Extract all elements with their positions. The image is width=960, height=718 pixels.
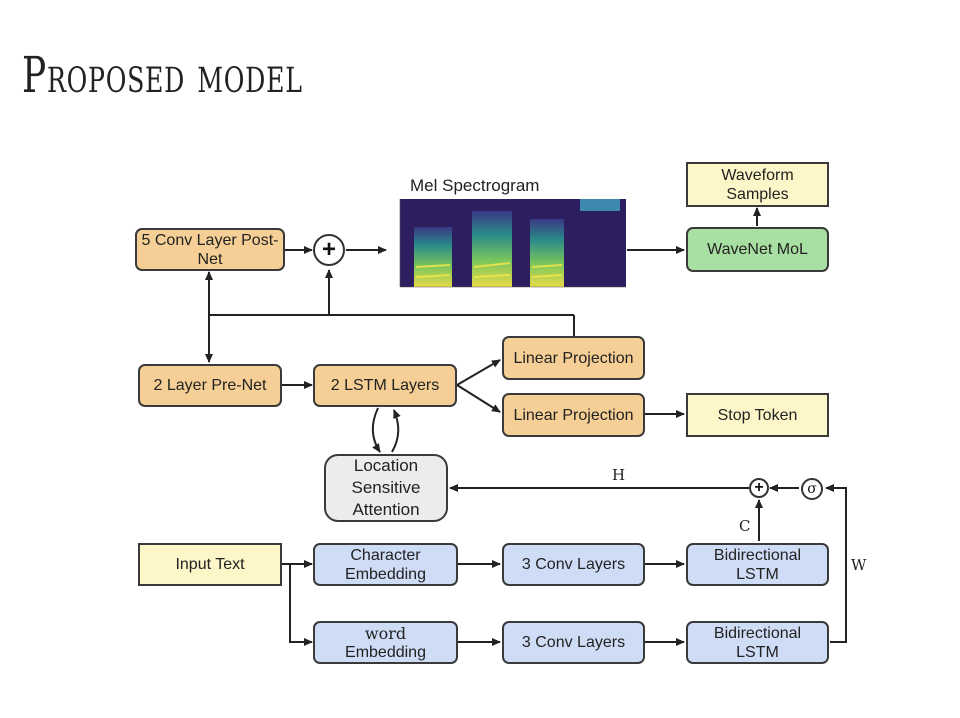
edge-label-c: C [739,517,751,535]
conv-layers-2-box: 3 Conv Layers [502,621,645,664]
edge-attention-lstm [391,409,401,453]
word-embedding-rest: Embedding [345,643,426,661]
edge-lstm-linproj1 [456,359,501,386]
bilstm-1-box: Bidirectional LSTM [686,543,829,586]
input-text-box: Input Text [138,543,282,586]
word-embedding-word: word [364,623,407,643]
edge-label-w: W [851,556,867,574]
character-embedding-box: Character Embedding [313,543,458,586]
plus-operator-small-icon: + [749,478,769,498]
edge-input-word [289,564,313,646]
plus-operator-icon: + [313,234,345,266]
slide-title: Proposed model [22,46,303,104]
conv-layers-1-box: 3 Conv Layers [502,543,645,586]
linear-projection-1-box: Linear Projection [502,336,645,380]
spectrogram-title: Mel Spectrogram [410,176,540,195]
edge-w [825,484,847,643]
postnet-box: 5 Conv Layer Post-Net [135,228,285,271]
sigma-operator-icon: σ [801,478,823,500]
waveform-samples-box: Waveform Samples [686,162,829,207]
word-embedding-box: word Embedding [313,621,458,664]
bilstm-2-box: Bidirectional LSTM [686,621,829,664]
lstm-box: 2 LSTM Layers [313,364,457,407]
linear-projection-2-box: Linear Projection [502,393,645,437]
prenet-box: 2 Layer Pre-Net [138,364,282,407]
wavenet-box: WaveNet MoL [686,227,829,272]
stop-token-box: Stop Token [686,393,829,437]
edge-lstm-linproj2 [456,384,501,413]
attention-box: Location Sensitive Attention [324,454,448,522]
edge-label-h: H [612,466,626,484]
edge-lstm-attention [372,407,381,453]
mel-spectrogram-image [399,199,626,288]
